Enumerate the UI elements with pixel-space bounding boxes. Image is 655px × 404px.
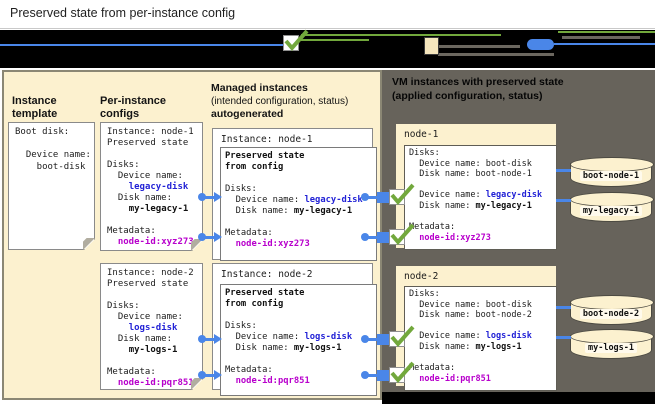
disk-cylinder-icon: boot-node-1 [569, 157, 654, 187]
header-instance-template: Instance template [12, 95, 58, 120]
header-managed-line3: autogenerated [211, 108, 284, 120]
reference-pill-icon [527, 39, 554, 50]
connector-bridge [377, 232, 390, 243]
legend-blue-line [0, 44, 283, 46]
connector-line [366, 374, 377, 377]
connector-line [204, 196, 215, 199]
disk-link-line [556, 169, 571, 172]
header-managed-line2: (intended configuration, status) [211, 96, 349, 107]
connector-arrow-icon [214, 370, 222, 380]
connector-line [204, 374, 215, 377]
connector-dot [361, 233, 369, 241]
connector-dot [361, 335, 369, 343]
connector-dot [198, 371, 206, 379]
connector-dot [198, 233, 206, 241]
connector-dot [198, 193, 206, 201]
vm-node1-details: Disks: Device name: boot-disk Disk name:… [404, 145, 557, 250]
header-vm-instances: VM instances with preserved state (appli… [392, 75, 648, 103]
disk-label: boot-node-2 [579, 309, 643, 319]
connector-dot [361, 371, 369, 379]
managed-node1-title: Instance: node-1 [221, 134, 313, 145]
disk-cylinder-icon: my-legacy-1 [569, 192, 654, 222]
disk-label: boot-node-1 [579, 171, 643, 181]
header-vm-line1: VM instances with preserved state [392, 76, 564, 88]
connector-arrow-icon [214, 192, 222, 202]
connector-dot [361, 193, 369, 201]
legend-gray-bar [438, 53, 554, 56]
connector-arrow-icon [214, 232, 222, 242]
connector-arrow-icon [214, 334, 222, 344]
connector-bridge [377, 334, 390, 345]
vm-node2-title: node-2 [404, 271, 439, 282]
vm-node1-card: node-1 Disks: Device name: boot-disk Dis… [396, 124, 557, 250]
instance-template-box: Boot disk: Device name: boot-disk [8, 122, 95, 250]
connector-line [204, 236, 215, 239]
vm-node2-card: node-2 Disks: Device name: boot-disk Dis… [396, 266, 557, 391]
connector-line [204, 338, 215, 341]
header-per-instance-configs: Per-instance configs [100, 95, 167, 120]
disk-label: my-logs-1 [584, 343, 638, 353]
diagram-title: Preserved state from per-instance config [10, 6, 236, 20]
legend-green-line [558, 31, 655, 33]
header-managed-instances: Managed instances (intended configuratio… [211, 82, 383, 121]
applied-checkmark-icon [389, 183, 415, 206]
disk-cylinder-icon: boot-node-2 [569, 295, 654, 325]
connector-bridge [377, 192, 390, 203]
legend-blue-line [554, 43, 655, 45]
header-vm-line2: (applied configuration, status) [392, 90, 543, 102]
connector-line [366, 236, 377, 239]
legend-band [0, 29, 655, 68]
header-managed-line1: Managed instances [211, 82, 308, 94]
checkmark-icon [283, 29, 309, 52]
connector-bridge [377, 370, 390, 381]
legend-green-line [301, 39, 369, 41]
vm-instances-panel-footer [382, 392, 655, 404]
config-box-icon [424, 37, 439, 55]
legend-green-line [301, 34, 501, 36]
disk-link-line [556, 199, 571, 202]
applied-checkmark-icon [389, 361, 415, 384]
disk-link-line [556, 336, 571, 339]
disk-label: my-legacy-1 [579, 206, 643, 216]
vm-node2-details: Disks: Device name: boot-disk Disk name:… [404, 286, 557, 391]
connector-dot [198, 335, 206, 343]
disk-cylinder-icon: my-logs-1 [569, 329, 654, 359]
legend-gray-bar [562, 36, 640, 39]
applied-checkmark-icon [389, 325, 415, 348]
connector-line [366, 338, 377, 341]
title-divider [0, 28, 655, 29]
legend-gray-bar [438, 45, 520, 48]
applied-checkmark-icon [389, 223, 415, 246]
vm-node1-title: node-1 [404, 129, 439, 140]
disk-link-line [556, 306, 571, 309]
connector-line [366, 196, 377, 199]
managed-node2-title: Instance: node-2 [221, 269, 313, 280]
